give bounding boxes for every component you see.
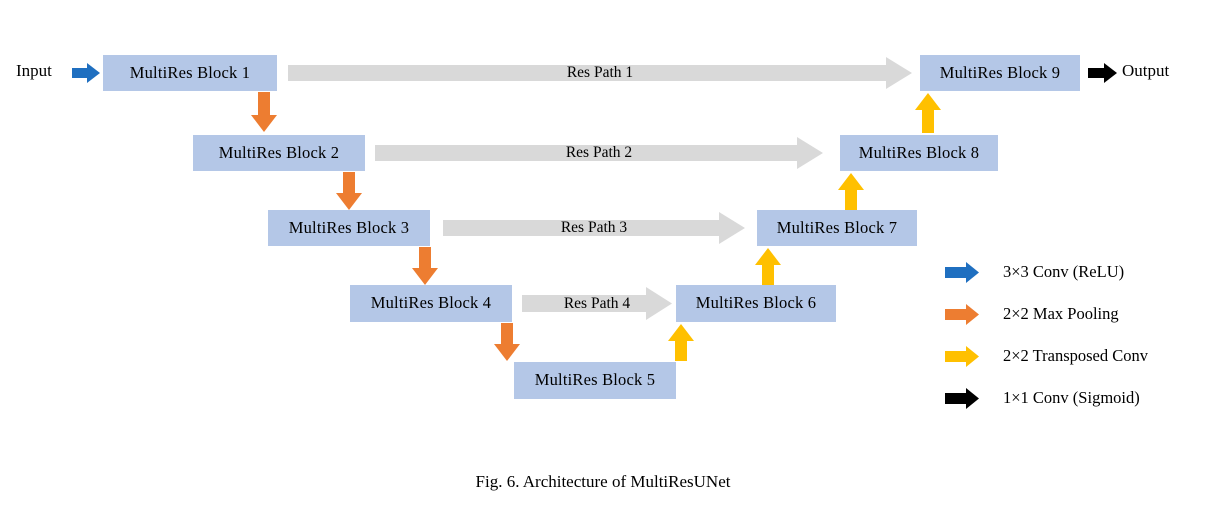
max-pooling-arrow-3-icon	[412, 247, 438, 285]
right-arrow-icon-transposed-conv	[945, 346, 979, 367]
legend-label-conv-sigmoid: 1×1 Conv (Sigmoid)	[1003, 388, 1140, 407]
multires-block-8[interactable]: MultiRes Block 8	[840, 135, 998, 171]
legend-label-max-pooling: 2×2 Max Pooling	[1003, 304, 1119, 323]
transposed-conv-arrow-4-icon	[915, 93, 941, 133]
multires-block-1[interactable]: MultiRes Block 1	[103, 55, 277, 91]
max-pooling-arrow-2-icon	[336, 172, 362, 210]
res-path-4[interactable]: Res Path 4	[522, 287, 672, 320]
legend-item-max-pooling: 2×2 Max Pooling	[945, 300, 1195, 328]
res-path-2-shaft	[375, 145, 797, 161]
multires-block-4[interactable]: MultiRes Block 4	[350, 285, 512, 322]
res-path-4-shaft	[522, 295, 646, 312]
res-path-1-label: Res Path 1	[566, 64, 634, 81]
right-arrow-icon-conv-sigmoid	[945, 388, 979, 409]
multires-block-7[interactable]: MultiRes Block 7	[757, 210, 917, 246]
transposed-conv-arrow-1-icon	[668, 324, 694, 361]
input-label: Input	[16, 61, 52, 80]
multires-block-3[interactable]: MultiRes Block 3	[268, 210, 430, 246]
multires-block-5[interactable]: MultiRes Block 5	[514, 362, 676, 399]
res-path-3-shaft	[443, 220, 719, 236]
max-pooling-arrow-1-icon	[251, 92, 277, 132]
transposed-conv-arrow-3-icon	[838, 173, 864, 210]
legend-label-conv-relu: 3×3 Conv (ReLU)	[1003, 262, 1125, 281]
right-arrow-icon-max-pooling	[945, 304, 979, 325]
transposed-conv-arrow-2-icon	[755, 248, 781, 285]
res-path-1-arrowhead-icon	[886, 57, 912, 89]
legend-item-transposed-conv: 2×2 Transposed Conv	[945, 342, 1195, 370]
res-path-4-label: Res Path 4	[563, 294, 631, 312]
right-arrow-icon-conv-relu	[945, 262, 979, 283]
input-conv-arrow-icon	[72, 63, 100, 83]
res-path-1-shaft	[288, 65, 886, 81]
multires-block-6[interactable]: MultiRes Block 6	[676, 285, 836, 322]
res-path-1[interactable]: Res Path 1	[288, 57, 912, 89]
res-path-2-label: Res Path 2	[565, 144, 633, 161]
output-conv-arrow-icon	[1088, 63, 1117, 83]
res-path-4-arrowhead-icon	[646, 287, 672, 320]
res-path-3[interactable]: Res Path 3	[443, 212, 745, 244]
max-pooling-arrow-4-icon	[494, 323, 520, 361]
output-label: Output	[1122, 61, 1170, 80]
res-path-2-arrowhead-icon	[797, 137, 823, 169]
figure-caption: Fig. 6. Architecture of MultiResUNet	[475, 472, 731, 491]
legend-item-conv-relu: 3×3 Conv (ReLU)	[945, 258, 1195, 286]
legend-item-conv-sigmoid: 1×1 Conv (Sigmoid)	[945, 384, 1195, 412]
res-path-3-arrowhead-icon	[719, 212, 745, 244]
res-path-2[interactable]: Res Path 2	[375, 137, 823, 169]
legend-label-transposed-conv: 2×2 Transposed Conv	[1003, 346, 1148, 365]
multires-block-9[interactable]: MultiRes Block 9	[920, 55, 1080, 91]
legend: 3×3 Conv (ReLU) 2×2 Max Pooling 2×2 Tran…	[945, 258, 1195, 413]
res-path-3-label: Res Path 3	[560, 219, 628, 236]
multires-block-2[interactable]: MultiRes Block 2	[193, 135, 365, 171]
